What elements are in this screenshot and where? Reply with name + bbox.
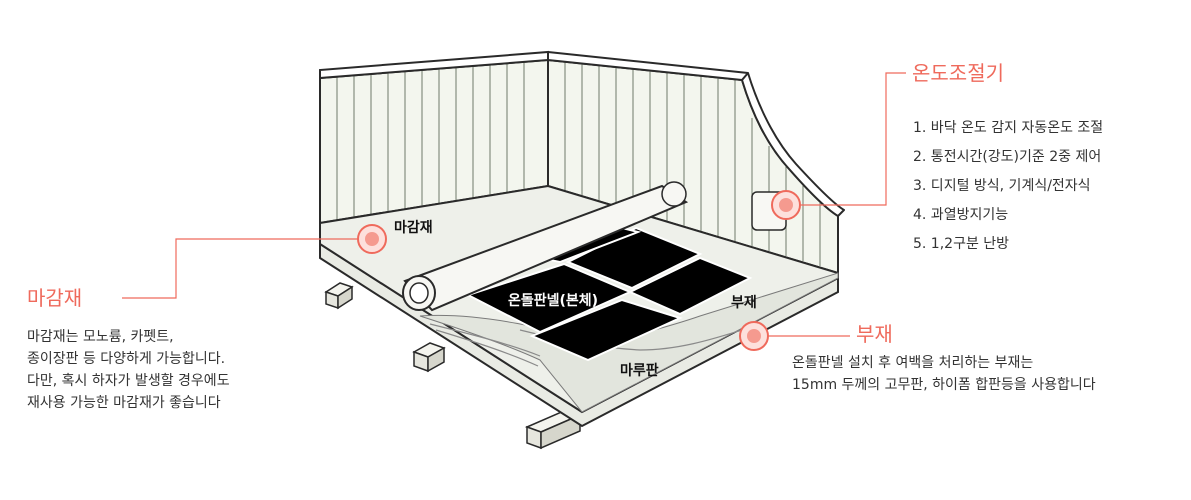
floorboard-label: 마루판	[620, 363, 659, 379]
callout-lines	[122, 72, 906, 337]
finish-line-4: 재사용 가능한 마감재가 좋습니다	[27, 395, 221, 411]
joist-1	[324, 282, 354, 310]
panel-label: 온돌판넬(본체)	[508, 293, 598, 309]
sub-line-2: 15mm 두께의 고무판, 하이폼 합판등을 사용합니다	[792, 377, 1096, 393]
finish-title: 마감재	[27, 286, 83, 310]
thermostat-feature-2: 2. 통전시간(강도)기준 2중 제어	[913, 149, 1102, 165]
left-wall-slats	[336, 61, 525, 220]
panel-2	[627, 256, 753, 316]
back-wall-top-rim	[547, 51, 845, 217]
thermostat-feature-1: 1. 바닥 온도 감지 자동온도 조절	[913, 120, 1104, 136]
thermostat-feature-5: 5. 1,2구분 난방	[913, 236, 1010, 252]
finish-marker	[357, 224, 387, 254]
finish-line-3: 다만, 혹시 하자가 발생할 경우에도	[27, 373, 230, 389]
sub-line-1: 온돌판넬 설치 후 여백을 처리하는 부재는	[792, 355, 1034, 371]
finish-line-1: 마감재는 모노륨, 카펫트,	[27, 329, 174, 345]
finish-line-2: 종이장판 등 다양하게 가능합니다.	[27, 351, 226, 367]
finish-material-label: 마감재	[394, 219, 433, 236]
joist-2	[412, 342, 446, 373]
thermostat-feature-4: 4. 과열방지기능	[913, 207, 1009, 223]
thermostat-leader-line	[786, 72, 906, 206]
finish-leader-line	[122, 238, 372, 299]
finish-roll	[402, 181, 689, 312]
sub-marker	[739, 321, 769, 351]
finish-description: 마감재는 모노륨, 카펫트, 종이장판 등 다양하게 가능합니다. 다만, 혹시…	[27, 326, 230, 414]
sub-description: 온돌판넬 설치 후 여백을 처리하는 부재는 15mm 두께의 고무판, 하이폼…	[792, 352, 1096, 396]
thermostat-feature-list: 1. 바닥 온도 감지 자동온도 조절 2. 통전시간(강도)기준 2중 제어 …	[913, 114, 1103, 259]
heating-panels	[465, 218, 753, 362]
thermostat-feature-3: 3. 디지털 방식, 기계식/전자식	[913, 178, 1091, 194]
thermostat-title: 온도조절기	[912, 61, 1004, 85]
thermostat-marker	[771, 190, 801, 220]
sub-material-label: 부재	[731, 295, 757, 311]
panel-3	[465, 262, 633, 334]
panel-4	[529, 298, 683, 362]
sub-title: 부재	[856, 322, 893, 346]
markers	[357, 190, 801, 351]
